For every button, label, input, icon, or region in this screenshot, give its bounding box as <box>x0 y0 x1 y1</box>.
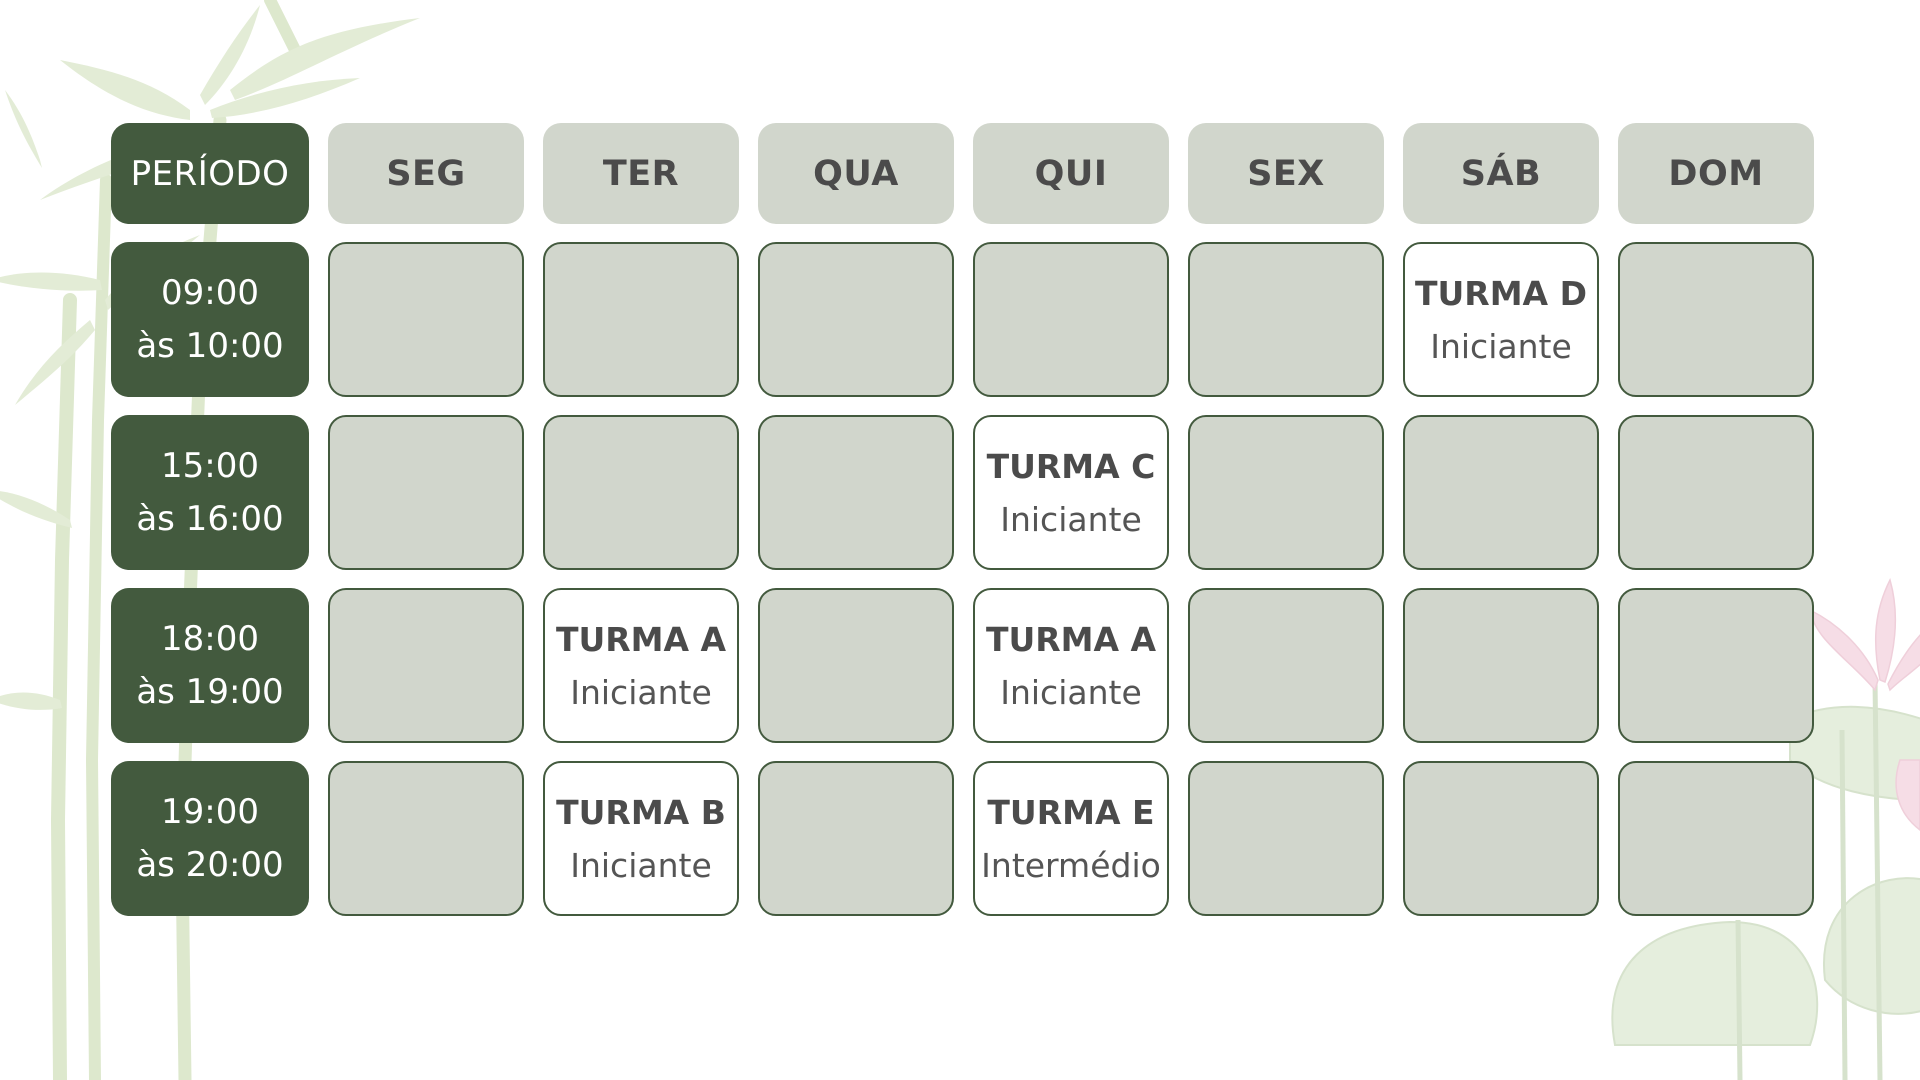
empty-slot <box>1618 415 1814 570</box>
time-period-1: 09:00 às 10:00 <box>111 242 309 397</box>
day-header-dom: DOM <box>1618 123 1814 224</box>
period-start: 19:00 <box>161 791 259 832</box>
period-start: 15:00 <box>161 445 259 486</box>
period-start: 09:00 <box>161 272 259 313</box>
empty-slot <box>543 242 739 397</box>
class-level: Intermédio <box>981 845 1161 885</box>
class-slot: TURMA B Iniciante <box>543 761 739 916</box>
class-slot: TURMA A Iniciante <box>973 588 1169 743</box>
class-slot: TURMA A Iniciante <box>543 588 739 743</box>
day-header-qui: QUI <box>973 123 1169 224</box>
empty-slot <box>1403 761 1599 916</box>
empty-slot <box>1188 588 1384 743</box>
empty-slot <box>758 242 954 397</box>
class-slot: TURMA C Iniciante <box>973 415 1169 570</box>
time-period-4: 19:00 às 20:00 <box>111 761 309 916</box>
class-name: TURMA E <box>987 792 1155 832</box>
empty-slot <box>1618 761 1814 916</box>
period-end: às 19:00 <box>136 671 284 712</box>
empty-slot <box>758 588 954 743</box>
empty-slot <box>1403 415 1599 570</box>
class-level: Iniciante <box>1000 672 1142 712</box>
empty-slot <box>328 588 524 743</box>
empty-slot <box>1188 761 1384 916</box>
period-start: 18:00 <box>161 618 259 659</box>
class-name: TURMA C <box>986 446 1156 486</box>
empty-slot <box>328 761 524 916</box>
time-period-3: 18:00 às 19:00 <box>111 588 309 743</box>
day-header-qua: QUA <box>758 123 954 224</box>
empty-slot <box>1188 242 1384 397</box>
period-end: às 16:00 <box>136 498 284 539</box>
empty-slot <box>973 242 1169 397</box>
weekly-schedule-grid: PERÍODO SEG TER QUA QUI SEX SÁB DOM 09:0… <box>111 123 1814 916</box>
class-slot: TURMA E Intermédio <box>973 761 1169 916</box>
empty-slot <box>543 415 739 570</box>
empty-slot <box>1188 415 1384 570</box>
empty-slot <box>328 242 524 397</box>
empty-slot <box>758 761 954 916</box>
empty-slot <box>328 415 524 570</box>
class-name: TURMA D <box>1415 273 1587 313</box>
empty-slot <box>1618 242 1814 397</box>
class-slot: TURMA D Iniciante <box>1403 242 1599 397</box>
class-level: Iniciante <box>1000 499 1142 539</box>
day-header-ter: TER <box>543 123 739 224</box>
class-name: TURMA A <box>555 619 727 659</box>
period-end: às 20:00 <box>136 844 284 885</box>
day-header-sab: SÁB <box>1403 123 1599 224</box>
class-name: TURMA B <box>556 792 726 832</box>
period-header: PERÍODO <box>111 123 309 224</box>
class-level: Iniciante <box>570 845 712 885</box>
day-header-sex: SEX <box>1188 123 1384 224</box>
empty-slot <box>1403 588 1599 743</box>
class-level: Iniciante <box>1430 326 1572 366</box>
day-header-seg: SEG <box>328 123 524 224</box>
class-name: TURMA A <box>985 619 1157 659</box>
class-level: Iniciante <box>570 672 712 712</box>
period-end: às 10:00 <box>136 325 284 366</box>
empty-slot <box>758 415 954 570</box>
time-period-2: 15:00 às 16:00 <box>111 415 309 570</box>
empty-slot <box>1618 588 1814 743</box>
